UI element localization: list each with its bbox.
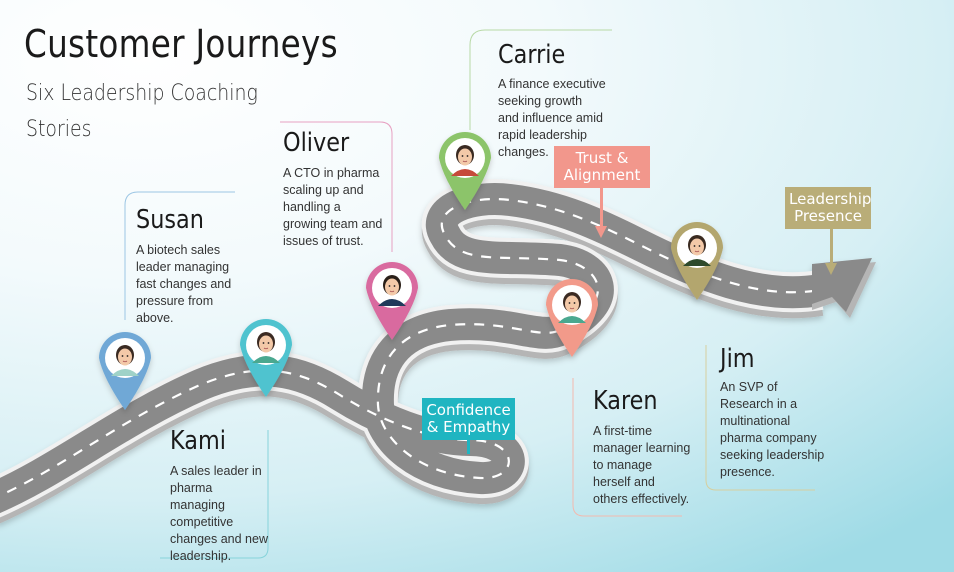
person-desc-karen: A first-time manager learning to manage … [593,424,691,506]
avatar-kami [252,332,280,363]
person-name-kami: Kami [170,426,226,456]
person-desc-kami: A sales leader in pharma managing compet… [170,464,268,563]
person-desc-jim: An SVP of Research in a multinational ph… [720,380,825,479]
avatar-karen [558,292,586,323]
sign-leadership-presence: Leadership Presence [785,187,871,229]
sign-tip-trust [595,226,607,238]
sign-trust-alignment: Trust & Alignment [554,146,650,188]
pin-carrie [439,132,491,210]
sign-post-trust [600,188,603,228]
avatar-jim [683,235,711,266]
sign-tip-presence [825,263,837,275]
person-desc-susan: A biotech sales leader managing fast cha… [136,243,232,325]
person-name-susan: Susan [136,205,204,235]
pin-oliver [366,262,418,340]
sign-post-presence [830,229,833,265]
page-title: Customer Journeys [24,22,338,66]
pin-kami [240,319,292,397]
person-desc-carrie: A finance executive seeking growth and i… [498,77,606,159]
person-name-jim: Jim [720,344,755,374]
pin-susan [99,332,151,410]
sign-post-confidence [467,440,470,454]
sign-confidence-empathy: Confidence & Empathy [422,398,515,440]
avatar-susan [111,345,139,376]
avatar-oliver [378,275,406,306]
avatar-carrie [451,145,479,176]
person-name-carrie: Carrie [498,40,566,70]
pin-jim [671,222,723,300]
person-name-oliver: Oliver [283,128,350,158]
person-name-karen: Karen [593,386,658,416]
road [0,179,876,524]
page-subtitle: Six Leadership Coaching Stories [26,81,258,142]
pin-karen [546,279,598,357]
person-desc-oliver: A CTO in pharma scaling up and handling … [283,166,383,248]
callout-lines [124,29,815,559]
